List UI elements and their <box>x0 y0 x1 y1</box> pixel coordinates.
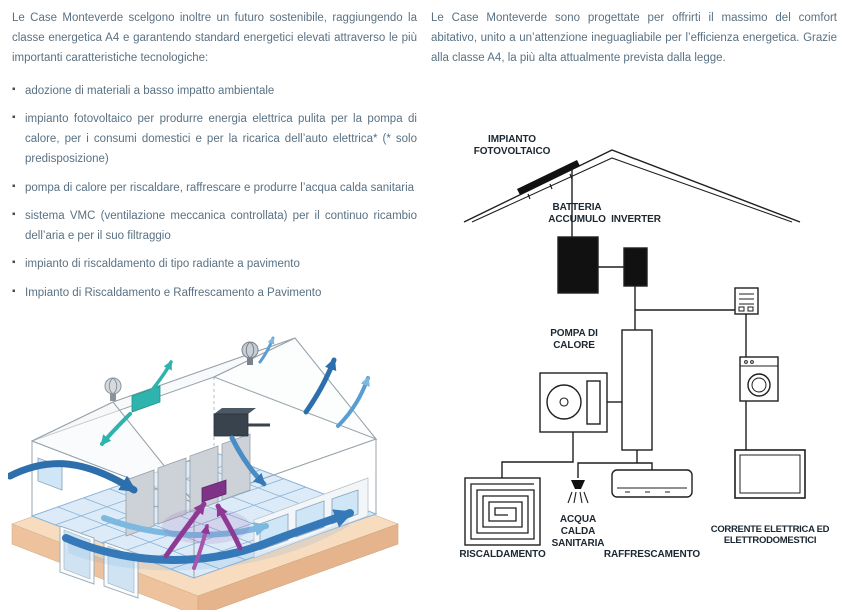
label-corrente-elettrica: CORRENTE ELETTRICA ED ELETTRODOMESTICI <box>710 524 830 547</box>
ac-unit-icon <box>611 469 693 498</box>
list-item: Impianto di Riscaldamento e Raffrescamen… <box>12 283 417 303</box>
energy-schematic: IMPIANTO FOTOVOLTAICO BATTERIA ACCUMULO … <box>450 112 844 570</box>
right-column: Le Case Monteverde sono progettate per o… <box>431 8 837 81</box>
airflow-arrow <box>229 435 267 487</box>
shower-icon <box>567 480 589 504</box>
list-item: impianto fotovoltaico per produrre energ… <box>12 109 417 170</box>
vmc-arrows <box>100 360 173 446</box>
solar-panel-icon <box>517 160 580 200</box>
airflow-arrow <box>101 515 269 538</box>
list-item: adozione di materiali a basso impatto am… <box>12 81 417 101</box>
left-intro-paragraph: Le Case Monteverde scelgono inoltre un f… <box>12 12 417 65</box>
label-inverter: INVERTER <box>611 214 661 225</box>
heat-pump-icon <box>539 372 608 433</box>
features-list: adozione di materiali a basso impatto am… <box>12 81 417 303</box>
roof-fan-icon <box>241 341 259 365</box>
label-riscaldamento: RISCALDAMENTO <box>459 549 546 560</box>
purple-arrow <box>215 503 243 551</box>
list-item: sistema VMC (ventilazione meccanica cont… <box>12 206 417 246</box>
battery-icon <box>557 236 599 294</box>
washing-machine-icon <box>739 356 779 402</box>
house-illustration-svg <box>8 336 399 610</box>
house-vmc-illustration <box>8 330 402 610</box>
airflow-arrow <box>62 509 354 564</box>
purple-arrow <box>163 501 207 559</box>
vmc-purple-unit-icon <box>201 479 227 503</box>
extraction-arrow <box>258 336 275 364</box>
list-item: pompa di calore per riscaldare, raffresc… <box>12 178 417 198</box>
vmc-unit-icon <box>213 408 270 437</box>
airflow-arrows <box>8 336 370 571</box>
extraction-arrow <box>303 357 337 415</box>
recirculation-arrows <box>162 501 250 570</box>
purple-arrow <box>192 524 211 570</box>
indoor-unit-icon <box>621 329 653 451</box>
energy-schematic-svg <box>463 149 806 546</box>
tv-icon <box>734 449 806 499</box>
label-raffrescamento: RAFFRESCAMENTO <box>603 549 701 560</box>
label-acqua-calda-sanitaria: ACQUA CALDA SANITARIA <box>551 514 605 549</box>
list-item: impianto di riscaldamento di tipo radian… <box>12 254 417 274</box>
roof-outline <box>463 149 801 223</box>
label-batteria-accumulo: BATTERIA ACCUMULO <box>548 202 606 225</box>
connection-lines <box>501 170 747 478</box>
interior-walls <box>125 433 251 537</box>
roof-fan-icon <box>104 377 122 401</box>
radiant-floor-icon <box>464 477 541 546</box>
label-pompa-di-calore: POMPA DI CALORE <box>550 328 598 351</box>
label-impianto-fotovoltaico: IMPIANTO FOTOVOLTAICO <box>473 134 551 157</box>
right-intro-paragraph: Le Case Monteverde sono progettate per o… <box>431 12 837 65</box>
electric-meter-icon <box>734 287 759 315</box>
inverter-icon <box>623 247 648 287</box>
extraction-arrow <box>336 376 370 428</box>
left-column: Le Case Monteverde scelgono inoltre un f… <box>12 8 417 311</box>
airflow-arrow <box>8 460 138 494</box>
